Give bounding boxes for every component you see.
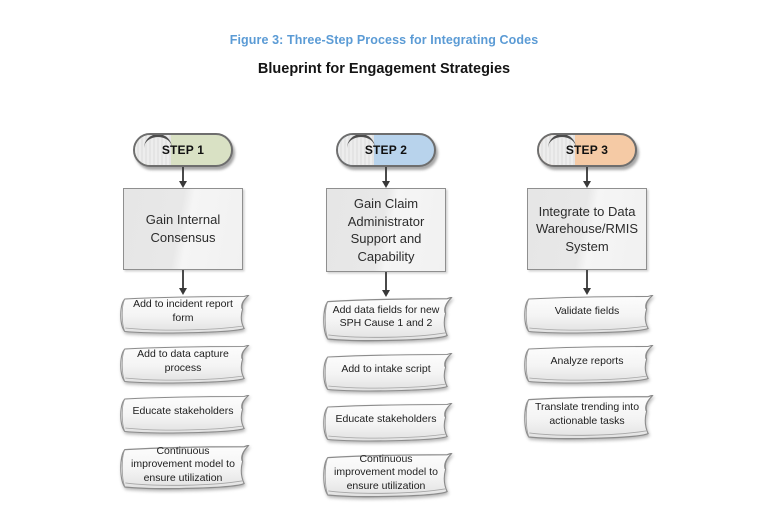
step1-pill: STEP 1 <box>133 133 233 167</box>
arrowhead-icon <box>179 181 187 188</box>
arrowhead-icon <box>179 288 187 295</box>
task-label: Validate fields <box>554 305 620 318</box>
step1-column: STEP 1 Gain Internal Consensus Add to in… <box>113 133 253 491</box>
step2-column: STEP 2 Gain Claim Administrator Support … <box>316 133 456 499</box>
arrowhead-icon <box>382 181 390 188</box>
figure-caption: Figure 3: Three-Step Process for Integra… <box>229 33 539 47</box>
task-scroll: Educate stakeholders <box>317 403 455 443</box>
pill-highlight-arc <box>347 135 375 148</box>
task-label: Add data fields for new SPH Cause 1 and … <box>332 303 440 330</box>
task-label: Add to incident report form <box>133 298 233 324</box>
step3-pill: STEP 3 <box>537 133 637 167</box>
step2-process-box: Gain Claim Administrator Support and Cap… <box>326 188 446 273</box>
down-arrow <box>583 167 591 188</box>
task-label: Add to intake script <box>341 363 431 376</box>
step3-label: STEP 3 <box>565 143 609 157</box>
down-arrow <box>583 270 591 295</box>
task-scroll: Continuous improvement model to ensure u… <box>114 445 252 491</box>
down-arrow <box>382 167 390 188</box>
task-label: Continuous improvement model to ensure u… <box>334 452 438 493</box>
task-scroll: Translate trending into actionable tasks <box>518 395 656 441</box>
step3-process-box: Integrate to Data Warehouse/RMIS System <box>527 188 647 270</box>
task-scroll: Educate stakeholders <box>114 395 252 435</box>
task-scroll: Add to data capture process <box>114 345 252 385</box>
step3-column: STEP 3 Integrate to Data Warehouse/RMIS … <box>517 133 657 441</box>
task-label: Educate stakeholders <box>132 405 234 418</box>
pill-highlight-arc <box>144 135 172 148</box>
step2-pill: STEP 2 <box>336 133 436 167</box>
arrowhead-icon <box>583 288 591 295</box>
task-label: Translate trending into actionable tasks <box>534 401 640 427</box>
task-scroll: Add to incident report form <box>114 295 252 335</box>
step2-label: STEP 2 <box>364 143 408 157</box>
task-label: Analyze reports <box>550 355 624 368</box>
task-scroll: Validate fields <box>518 295 656 335</box>
task-scroll: Analyze reports <box>518 345 656 385</box>
task-label: Add to data capture process <box>137 348 229 374</box>
down-arrow <box>179 270 187 295</box>
arrowhead-icon <box>382 290 390 298</box>
step1-process-box: Gain Internal Consensus <box>123 188 243 270</box>
step1-label: STEP 1 <box>161 143 205 157</box>
task-scroll: Add to intake script <box>317 353 455 393</box>
diagram-title: Blueprint for Engagement Strategies <box>257 61 511 77</box>
task-label: Continuous improvement model to ensure u… <box>131 444 235 484</box>
task-scroll: Add data fields for new SPH Cause 1 and … <box>317 297 455 343</box>
pill-highlight-arc <box>548 135 576 148</box>
arrowhead-icon <box>583 181 591 188</box>
down-arrow <box>179 167 187 188</box>
down-arrow <box>382 272 390 298</box>
task-scroll: Continuous improvement model to ensure u… <box>317 453 455 499</box>
task-label: Educate stakeholders <box>335 413 437 426</box>
